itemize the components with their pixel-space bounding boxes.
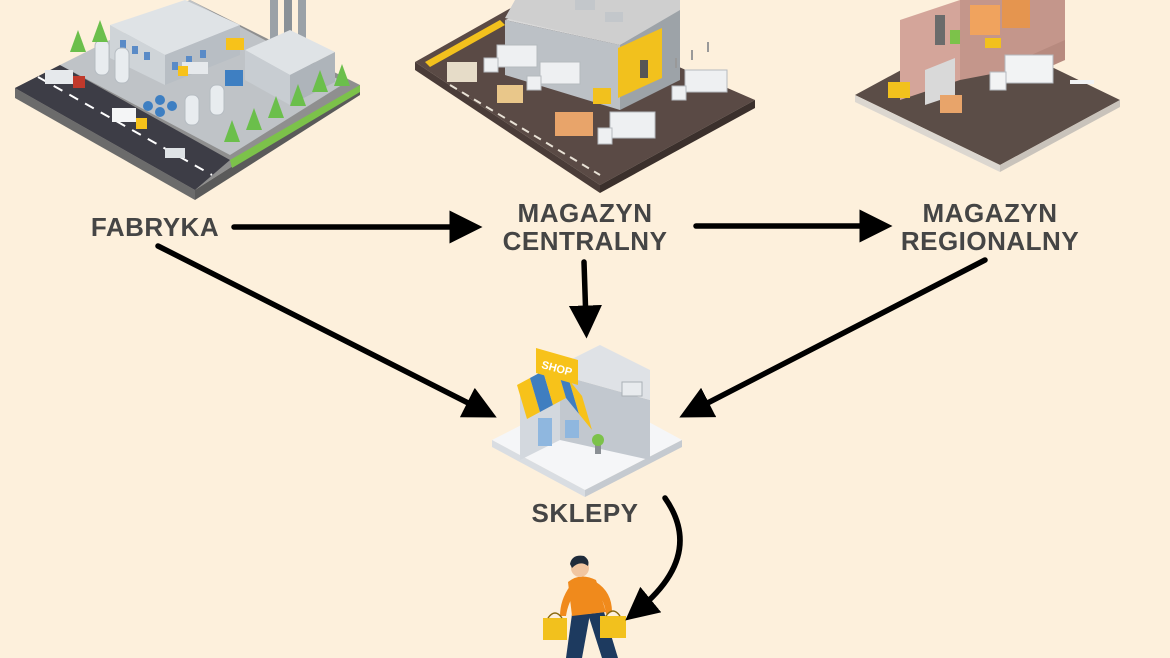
central-warehouse-label: MAGAZYN CENTRALNY <box>470 199 700 255</box>
arrow-shop-to-customer <box>625 495 683 621</box>
arrow-central-to-shop <box>568 259 602 339</box>
shop-illustration: SHOP <box>492 345 682 497</box>
factory-label-text: FABRYKA <box>90 212 220 242</box>
regional-warehouse-label-line2: REGIONALNY <box>900 226 1080 256</box>
arrow-regional-to-shop <box>679 257 988 418</box>
regional-warehouse-label-line1: MAGAZYN <box>922 198 1058 228</box>
central-warehouse-label-line1: MAGAZYN <box>517 198 653 228</box>
factory-illustration <box>15 0 360 200</box>
central-warehouse-label-line2: CENTRALNY <box>502 226 668 256</box>
regional-warehouse-label: MAGAZYN REGIONALNY <box>880 199 1100 255</box>
arrow-factory-to-shop <box>155 243 497 418</box>
shops-label-text: SKLEPY <box>531 498 639 528</box>
customer-illustration <box>543 555 626 658</box>
factory-label: FABRYKA <box>60 213 250 241</box>
central-warehouse-illustration <box>415 0 755 193</box>
regional-warehouse-illustration <box>855 0 1120 172</box>
shops-label: SKLEPY <box>500 499 670 527</box>
